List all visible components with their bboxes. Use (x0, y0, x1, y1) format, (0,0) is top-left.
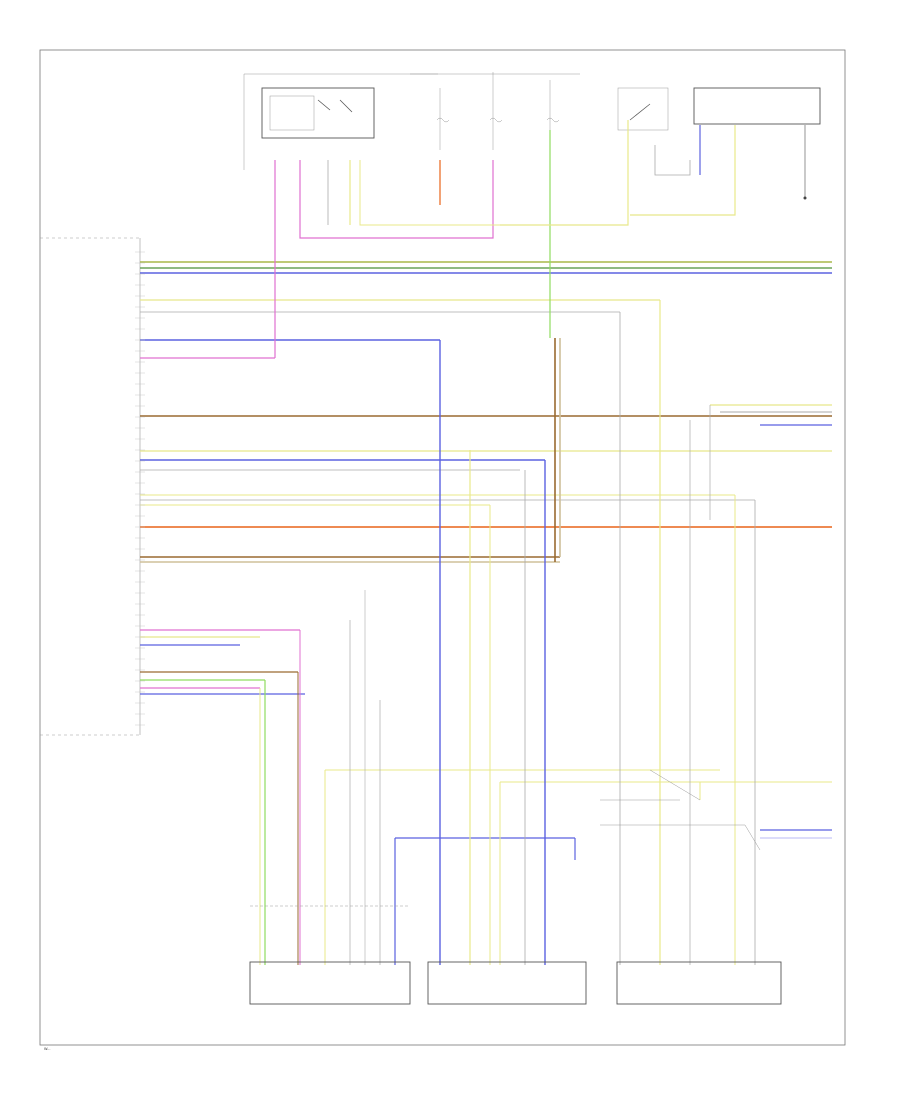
horizontal-wires (140, 261, 832, 839)
vertical-wire (299, 160, 494, 239)
pin-labels (135, 251, 145, 726)
vertical-wire (630, 125, 736, 216)
sensor-wire (744, 824, 761, 851)
top-right-module-box (693, 87, 821, 125)
right-bottom-component-box (616, 961, 782, 1005)
ground-dot (803, 196, 807, 200)
vertical-wire (359, 160, 500, 226)
small-switch-contact (629, 103, 651, 121)
small-switch-box (617, 87, 669, 131)
footer-code: W... (44, 1047, 51, 1051)
vertical-wire (654, 145, 691, 176)
switch-component-box (261, 87, 375, 139)
vertical-wire (500, 120, 629, 226)
center-bottom-component-box (427, 961, 587, 1005)
vertical-wires (259, 120, 756, 965)
fuse-group (436, 72, 560, 150)
switch-contact (317, 99, 331, 111)
left-bottom-component-box (249, 961, 411, 1005)
sensor-switch-line (649, 769, 701, 801)
diagram-frame (39, 49, 846, 1046)
switch-inner-box (269, 95, 315, 131)
switch-contact (339, 99, 353, 113)
